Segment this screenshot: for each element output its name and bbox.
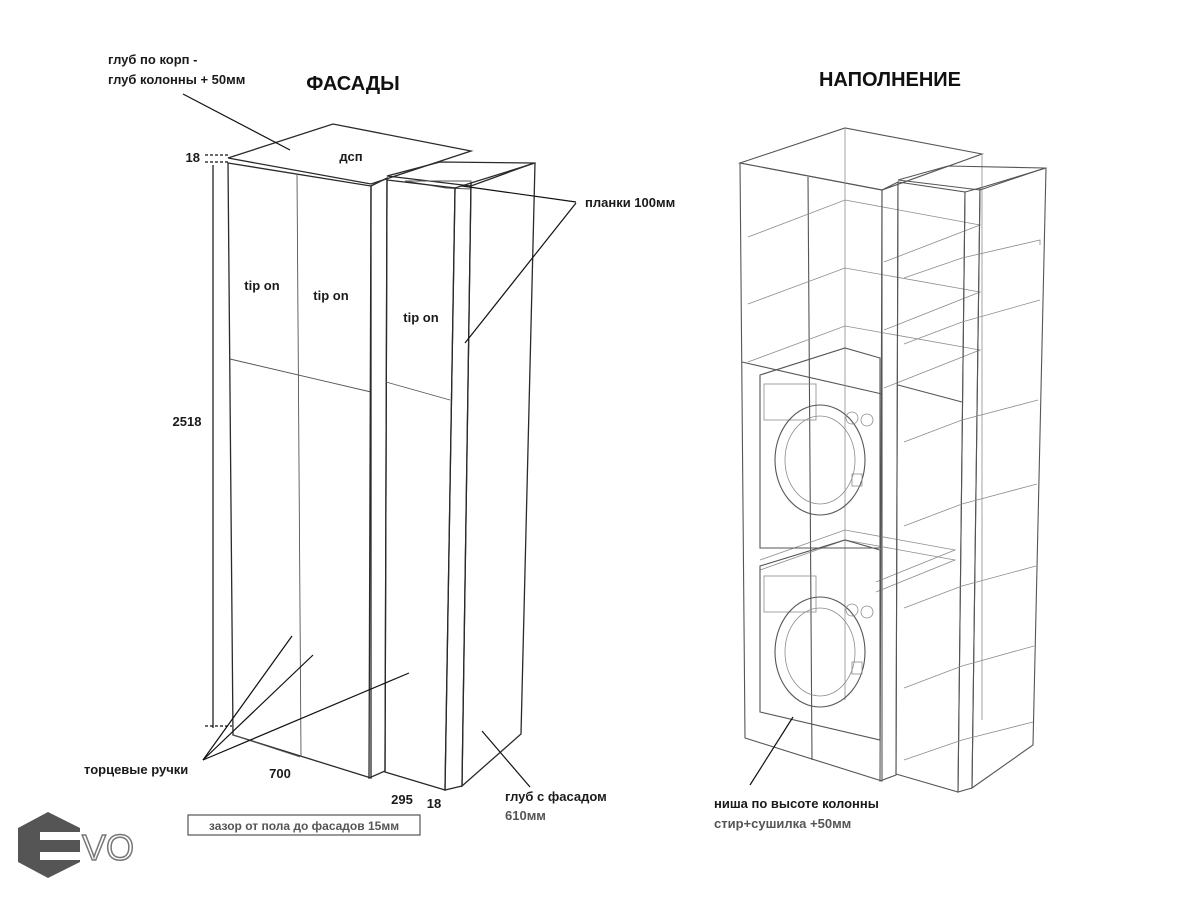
planks-label: планки 100мм: [585, 195, 675, 210]
width-side-dimension: 295: [391, 792, 413, 807]
tip-on-label-2: tip on: [313, 288, 348, 303]
main-facade: [227, 162, 372, 779]
washing-machine: [759, 347, 881, 549]
filling-shelf-2: [747, 267, 982, 331]
logo-hexagon: [18, 812, 80, 878]
dryer-machine: [759, 539, 881, 741]
end-handles-label: торцевые ручки: [84, 762, 188, 777]
filling-side-shelf-4: [903, 483, 1038, 527]
filling-side-shelf-1: [903, 239, 1041, 279]
side-thickness-dimension: 18: [427, 796, 441, 811]
filling-side-top: [897, 165, 1046, 191]
filling-shelf-3: [747, 325, 982, 389]
filling-side-split: [897, 384, 963, 403]
depth-note-line2: глуб колонны + 50мм: [108, 72, 245, 87]
floor-gap-box: [187, 814, 421, 836]
depth-with-facade-line2: 610мм: [505, 808, 546, 823]
filling-main-front: [739, 162, 883, 782]
logo-text: VO: [82, 827, 134, 868]
filling-main-split: [807, 176, 813, 761]
filling-appliance-shelf-edge: [759, 539, 957, 593]
depth-note-leader: [182, 93, 291, 151]
handles-leader-3: [202, 672, 410, 761]
facades-drawing: глуб по корп - глуб колонны + 50мм дсп п…: [84, 52, 675, 836]
title-facades: ФАСАДЫ: [306, 73, 399, 95]
depth-note-line1: глуб по корп -: [108, 52, 197, 67]
main-top-panel: [227, 123, 474, 185]
filling-side-front: [895, 181, 966, 793]
filling-side-shelf-3: [903, 399, 1039, 443]
divider-strip: [368, 176, 388, 779]
filling-drawing: ниша по высоте колонны стир+сушилка +50м…: [714, 127, 1047, 831]
niche-label-line2: стир+сушилка +50мм: [714, 816, 851, 831]
dsp-label: дсп: [339, 149, 362, 164]
filling-side-shelf-5: [903, 565, 1037, 609]
width-main-dimension: 700: [269, 766, 291, 781]
logo-e-bar-1: [40, 832, 80, 840]
tip-on-label-3: tip on: [403, 310, 438, 325]
evo-logo: VO: [18, 812, 135, 878]
filling-appliance-shelf: [759, 529, 957, 583]
filling-side-panel: [971, 167, 1047, 790]
filling-side-shelf-6: [903, 645, 1035, 689]
side-facade-split: [385, 381, 451, 401]
base-edge: [232, 734, 301, 758]
main-facade-split: [296, 173, 302, 758]
filling-divider-strip: [879, 181, 899, 782]
title-filling: НАПОЛНЕНИЕ: [819, 69, 961, 91]
niche-leader: [749, 716, 794, 786]
logo-e-bar-2: [40, 852, 80, 860]
filling-side-shelf-7: [903, 721, 1034, 761]
handles-leader-2: [202, 654, 314, 761]
depth-with-facade-line1: глуб с фасадом: [505, 789, 607, 804]
side-panel: [461, 162, 536, 788]
top-thickness-dimension: 18: [186, 150, 200, 165]
handles-leader-1: [202, 635, 293, 761]
main-facade-horizontal-split: [229, 358, 372, 393]
filling-front-plank: [957, 187, 981, 793]
niche-label-line1: ниша по высоте колонны: [714, 796, 879, 811]
planks-leader-1: [461, 185, 577, 203]
depth-facade-leader: [481, 730, 531, 788]
height-dimension: 2518: [173, 414, 202, 429]
filling-shelf-1: [747, 199, 982, 263]
planks-leader-2: [464, 202, 577, 344]
side-facade: [384, 179, 456, 791]
filling-side-shelf-2: [903, 299, 1041, 345]
floor-gap-label: зазор от пола до фасадов 15мм: [209, 819, 399, 833]
filling-main-horizontal-split: [741, 361, 883, 395]
tip-on-label-1: tip on: [244, 278, 279, 293]
filling-main-top: [737, 127, 985, 191]
